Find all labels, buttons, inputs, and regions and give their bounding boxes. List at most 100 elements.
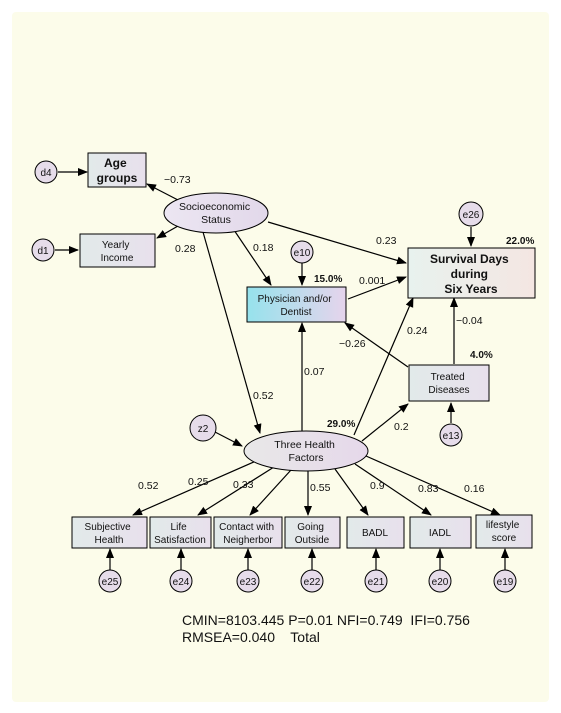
arrow-physician-survival xyxy=(347,276,407,300)
arrow-ses-physician xyxy=(233,229,272,286)
iadl-label: IADL xyxy=(429,528,452,539)
arrow-ses-health xyxy=(202,231,262,434)
life-line1: Life xyxy=(171,522,188,533)
coef-health-contact: 0.33 xyxy=(233,479,254,491)
coef-health-survival: 0.24 xyxy=(407,325,428,337)
error-e22 xyxy=(300,569,324,593)
coef-health-subjective: 0.52 xyxy=(138,480,159,492)
node-survival-days xyxy=(407,247,536,299)
node-iadl xyxy=(409,516,472,549)
survival-line3: Six Years xyxy=(444,282,497,296)
coef-treated-physician: −0.26 xyxy=(339,338,366,350)
node-age-groups xyxy=(87,152,147,188)
node-subjective-health xyxy=(71,516,148,549)
contact-line2: Neigherbor xyxy=(223,535,273,546)
arrow-health-contact xyxy=(249,469,292,516)
svg-text:Physician and/or Dentist: Physician and/or Dentist xyxy=(258,294,335,318)
coef-health-going: 0.55 xyxy=(310,482,331,494)
arrow-ses-income xyxy=(156,225,179,239)
health-line2: Factors xyxy=(288,452,323,464)
error-e20 xyxy=(428,569,452,593)
svg-text:Socioeconomic Status: Socioeconomic Status xyxy=(179,201,253,226)
label-e23: e23 xyxy=(240,577,257,588)
coef-physician-survival: 0.001 xyxy=(359,275,385,287)
error-e26 xyxy=(458,201,484,227)
ses-line2: Status xyxy=(201,214,231,226)
coef-health-lifestyle: 0.16 xyxy=(464,483,485,495)
node-yearly-income xyxy=(79,233,156,268)
r2-survival: 22.0% xyxy=(506,236,534,247)
coef-ses-physician: 0.18 xyxy=(253,242,274,254)
node-badl xyxy=(346,516,405,549)
label-e26: e26 xyxy=(463,210,480,221)
fit-line1: CMIN=8103.445 P=0.01 NFI=0.749 IFI=0.756 xyxy=(182,612,470,628)
lifestyle-line1: lifestyle xyxy=(486,520,520,531)
health-line1: Three Health xyxy=(274,439,335,451)
label-e24: e24 xyxy=(173,577,190,588)
error-e25 xyxy=(98,569,122,593)
node-socioeconomic-status xyxy=(163,192,269,234)
lifestyle-line2: score xyxy=(492,533,517,544)
arrow-health-iadl xyxy=(354,463,432,516)
fit-statistics: CMIN=8103.445 P=0.01 NFI=0.749 IFI=0.756… xyxy=(182,612,470,646)
arrow-z2-health xyxy=(214,431,243,447)
error-e23 xyxy=(236,569,260,593)
coef-health-treated: 0.2 xyxy=(394,421,409,433)
arrow-health-subjective xyxy=(132,460,257,516)
node-contact-neighbor xyxy=(213,516,283,549)
coef-health-iadl: 0.83 xyxy=(418,483,439,495)
coef-ses-health: 0.52 xyxy=(253,390,274,402)
label-e10: e10 xyxy=(294,248,311,259)
contact-line1: Contact with xyxy=(219,522,274,533)
r2-treated: 4.0% xyxy=(470,350,493,361)
arrow-health-lifestyle xyxy=(365,455,501,516)
arrow-health-life xyxy=(197,466,275,516)
coef-health-physician: 0.07 xyxy=(304,366,325,378)
label-e22: e22 xyxy=(304,577,321,588)
label-e19: e19 xyxy=(497,577,514,588)
path-arrows xyxy=(55,168,509,570)
income-line2: Income xyxy=(101,253,134,264)
treated-line1: Treated xyxy=(431,372,465,383)
coef-health-badl: 0.9 xyxy=(370,480,385,492)
survival-line1: Survival Days xyxy=(430,252,509,266)
coef-ses-survival: 0.23 xyxy=(376,235,397,247)
svg-text:Age groups: Age groups xyxy=(97,156,138,185)
fit-line2: RMSEA=0.040 Total xyxy=(182,629,320,645)
arrow-ses-survival xyxy=(267,221,407,265)
diagram-panel xyxy=(12,12,549,702)
error-e21 xyxy=(364,569,388,593)
label-e20: e20 xyxy=(432,577,449,588)
node-going-outside xyxy=(284,516,341,549)
label-d4: d4 xyxy=(40,168,52,179)
error-z2 xyxy=(189,414,217,442)
physician-line2: Dentist xyxy=(280,307,311,318)
error-d1 xyxy=(31,238,55,262)
coef-treated-survival: −0.04 xyxy=(456,315,483,327)
svg-text:Going Outside: Going Outside xyxy=(295,522,330,546)
error-e10 xyxy=(290,240,314,264)
subjective-line2: Health xyxy=(95,535,124,546)
coef-ses-age: −0.73 xyxy=(164,174,191,186)
treated-line2: Diseases xyxy=(428,385,469,396)
arrow-health-treated xyxy=(361,403,409,442)
going-line1: Going xyxy=(297,522,324,533)
life-line2: Satisfaction xyxy=(154,535,206,546)
svg-text:Life Satisfaction: Life Satisfaction xyxy=(154,522,206,546)
income-line1: Yearly xyxy=(102,240,129,251)
error-e13 xyxy=(439,423,463,447)
r2-health: 29.0% xyxy=(327,419,355,430)
error-d4 xyxy=(34,160,58,184)
label-e21: e21 xyxy=(368,577,385,588)
svg-text:Contact with Neigherbor: Contact with Neigherbor xyxy=(219,522,277,546)
going-line2: Outside xyxy=(295,535,330,546)
svg-text:lifestyle score: lifestyle score xyxy=(486,520,522,544)
label-z2: z2 xyxy=(198,424,209,435)
subjective-line1: Subjective xyxy=(85,522,132,533)
svg-text:Yearly Income: Yearly Income xyxy=(101,240,134,264)
arrow-health-survival xyxy=(353,297,414,436)
ses-line1: Socioeconomic xyxy=(179,201,250,213)
svg-text:Subjective Health: Subjective Health xyxy=(85,522,134,546)
age-groups-line1: Age xyxy=(104,156,127,170)
